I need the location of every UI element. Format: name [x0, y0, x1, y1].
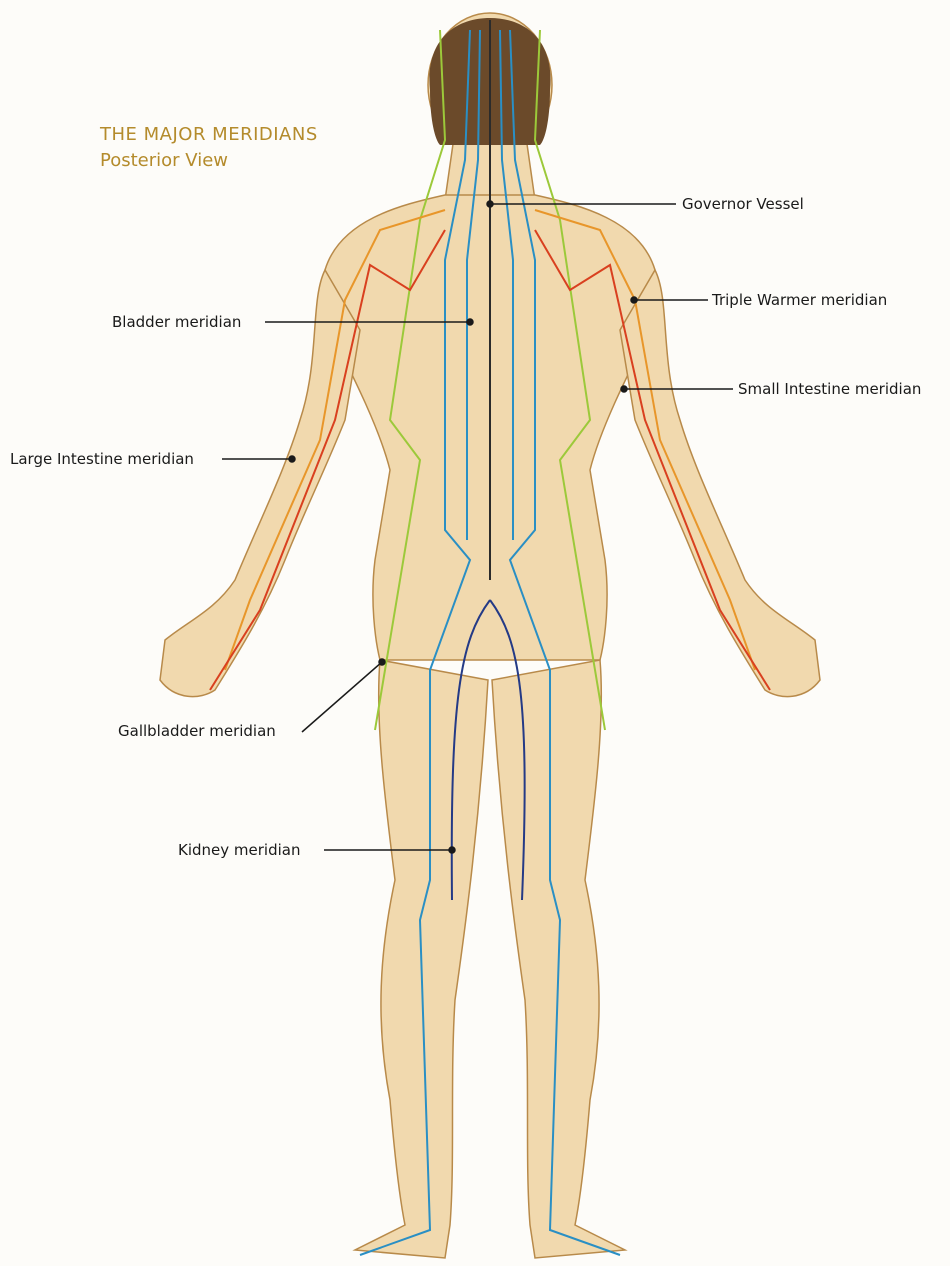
label-gallbladder: Gallbladder meridian: [118, 722, 276, 740]
kidney-line: [450, 599, 491, 901]
diagram-subtitle: Posterior View: [100, 150, 228, 171]
bladder-line-left: [359, 29, 472, 1256]
label-small-intestine: Small Intestine meridian: [738, 380, 922, 398]
triple-warmer-line-right: [534, 209, 756, 671]
small-intestine-line-left: [209, 229, 446, 691]
label-bladder: Bladder meridian: [112, 313, 242, 331]
bladder-line-left-inner: [466, 29, 481, 540]
kidney-line-right: [489, 599, 526, 901]
label-kidney: Kidney meridian: [178, 841, 301, 859]
diagram-title: THE MAJOR MERIDIANS: [100, 124, 318, 145]
gallbladder-line-right: [533, 29, 606, 731]
small-intestine-line-right: [534, 229, 771, 691]
leader-lines: [222, 200, 733, 854]
gallbladder-line-left: [374, 29, 447, 731]
triple-warmer-line-left: [224, 209, 446, 671]
label-triple-warmer: Triple Warmer meridian: [712, 291, 888, 309]
bladder-line-right: [508, 29, 621, 1256]
bladder-line-right-inner: [499, 29, 514, 540]
label-large-intestine: Large Intestine meridian: [10, 450, 194, 468]
label-governor-vessel: Governor Vessel: [682, 195, 804, 213]
